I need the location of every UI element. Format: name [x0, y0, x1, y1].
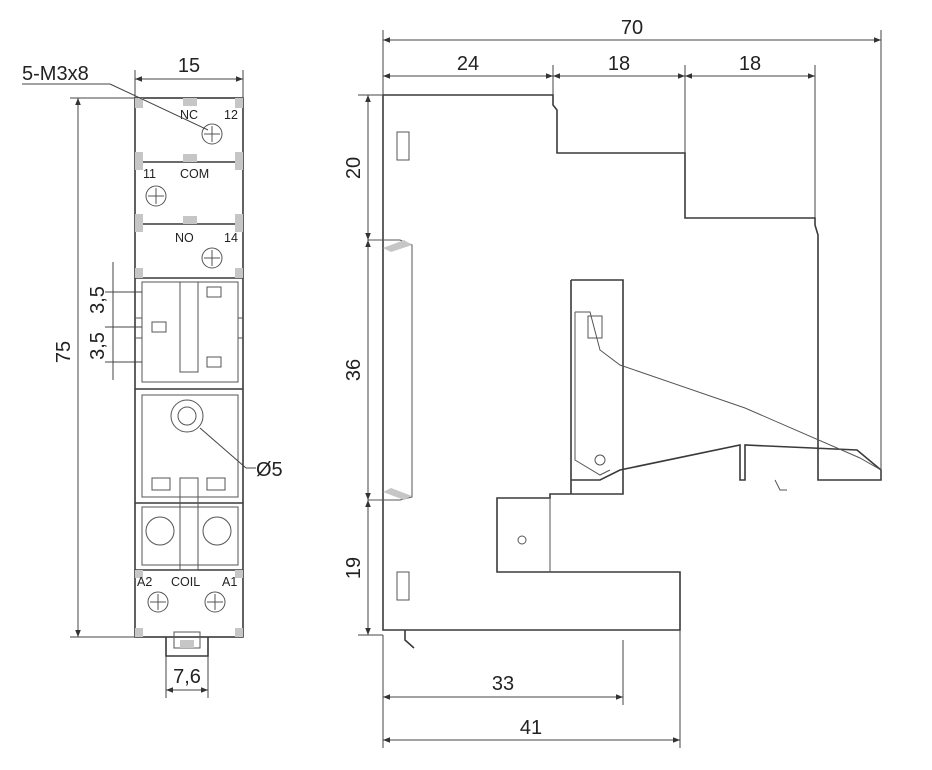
dim-side-total-width-label: 70	[621, 17, 643, 39]
terminal-notches	[135, 98, 243, 637]
side-slot-upper	[396, 131, 410, 161]
dim-base-a-label: 33	[492, 673, 514, 695]
dim-lower-height-label: 19	[343, 557, 365, 579]
dim-step1-label: 24	[457, 53, 479, 75]
label-terminal-14: 14	[224, 231, 238, 245]
dim-side-base: 33 41	[382, 630, 681, 748]
label-a2: A2	[137, 575, 152, 589]
dim-pin-pitch: 3,5 3,5	[87, 262, 142, 380]
label-coil: COIL	[171, 575, 200, 589]
relay-socket-area	[135, 281, 243, 383]
dim-side-heights: 20 36 19	[343, 94, 383, 636]
side-view: 70 24 18 18 20 36 19	[343, 17, 882, 748]
dim-pitch-b-label: 3,5	[87, 332, 109, 360]
label-nc: NC	[180, 108, 198, 122]
relay-latch-arm	[574, 311, 882, 491]
dim-front-width: 15	[134, 55, 244, 98]
screw-terminal-a1	[204, 591, 226, 613]
side-clip-upper	[368, 239, 413, 501]
dim-front-width-label: 15	[178, 55, 200, 77]
screw-terminal-12	[201, 123, 223, 145]
dim-front-height-label: 75	[53, 341, 75, 363]
mounting-hole-area	[141, 394, 239, 498]
side-base-block	[517, 498, 551, 572]
dim-base-b-label: 41	[520, 717, 542, 739]
label-terminal-12: 12	[224, 108, 238, 122]
screw-leader: 5-M3x8	[22, 63, 209, 131]
dim-front-height: 75	[53, 97, 135, 638]
mounting-hole	[170, 399, 204, 433]
side-slot-lower	[396, 571, 410, 601]
screw-terminal-14	[201, 247, 223, 269]
label-a1: A1	[222, 575, 237, 589]
label-com: COM	[180, 167, 209, 181]
front-view: NC 12 11 COM NO 14 A2 COIL A1 15 5-M3x8 …	[22, 55, 283, 698]
dim-foot-width: 7,6	[165, 656, 209, 698]
screw-spec-label: 5-M3x8	[22, 63, 89, 85]
dim-hole-diameter: Ø5	[199, 427, 283, 481]
dim-middle-height-label: 36	[343, 359, 365, 381]
screw-terminal-11	[145, 185, 167, 207]
dim-pitch-a-label: 3,5	[87, 286, 109, 314]
dim-side-steps: 24 18 18	[383, 53, 816, 218]
din-clip-foot	[165, 631, 209, 657]
label-terminal-11: 11	[143, 167, 156, 181]
label-no: NO	[175, 231, 194, 245]
dim-side-total-width: 70	[382, 17, 882, 480]
dim-step3-label: 18	[739, 53, 761, 75]
side-body-outline	[382, 94, 882, 649]
dim-foot-width-label: 7,6	[173, 666, 201, 688]
dim-hole-diameter-label: Ø5	[256, 459, 283, 481]
dim-upper-height-label: 20	[343, 157, 365, 179]
dim-step2-label: 18	[608, 53, 630, 75]
coil-connection-area	[141, 477, 239, 571]
screw-terminal-a2	[147, 591, 169, 613]
